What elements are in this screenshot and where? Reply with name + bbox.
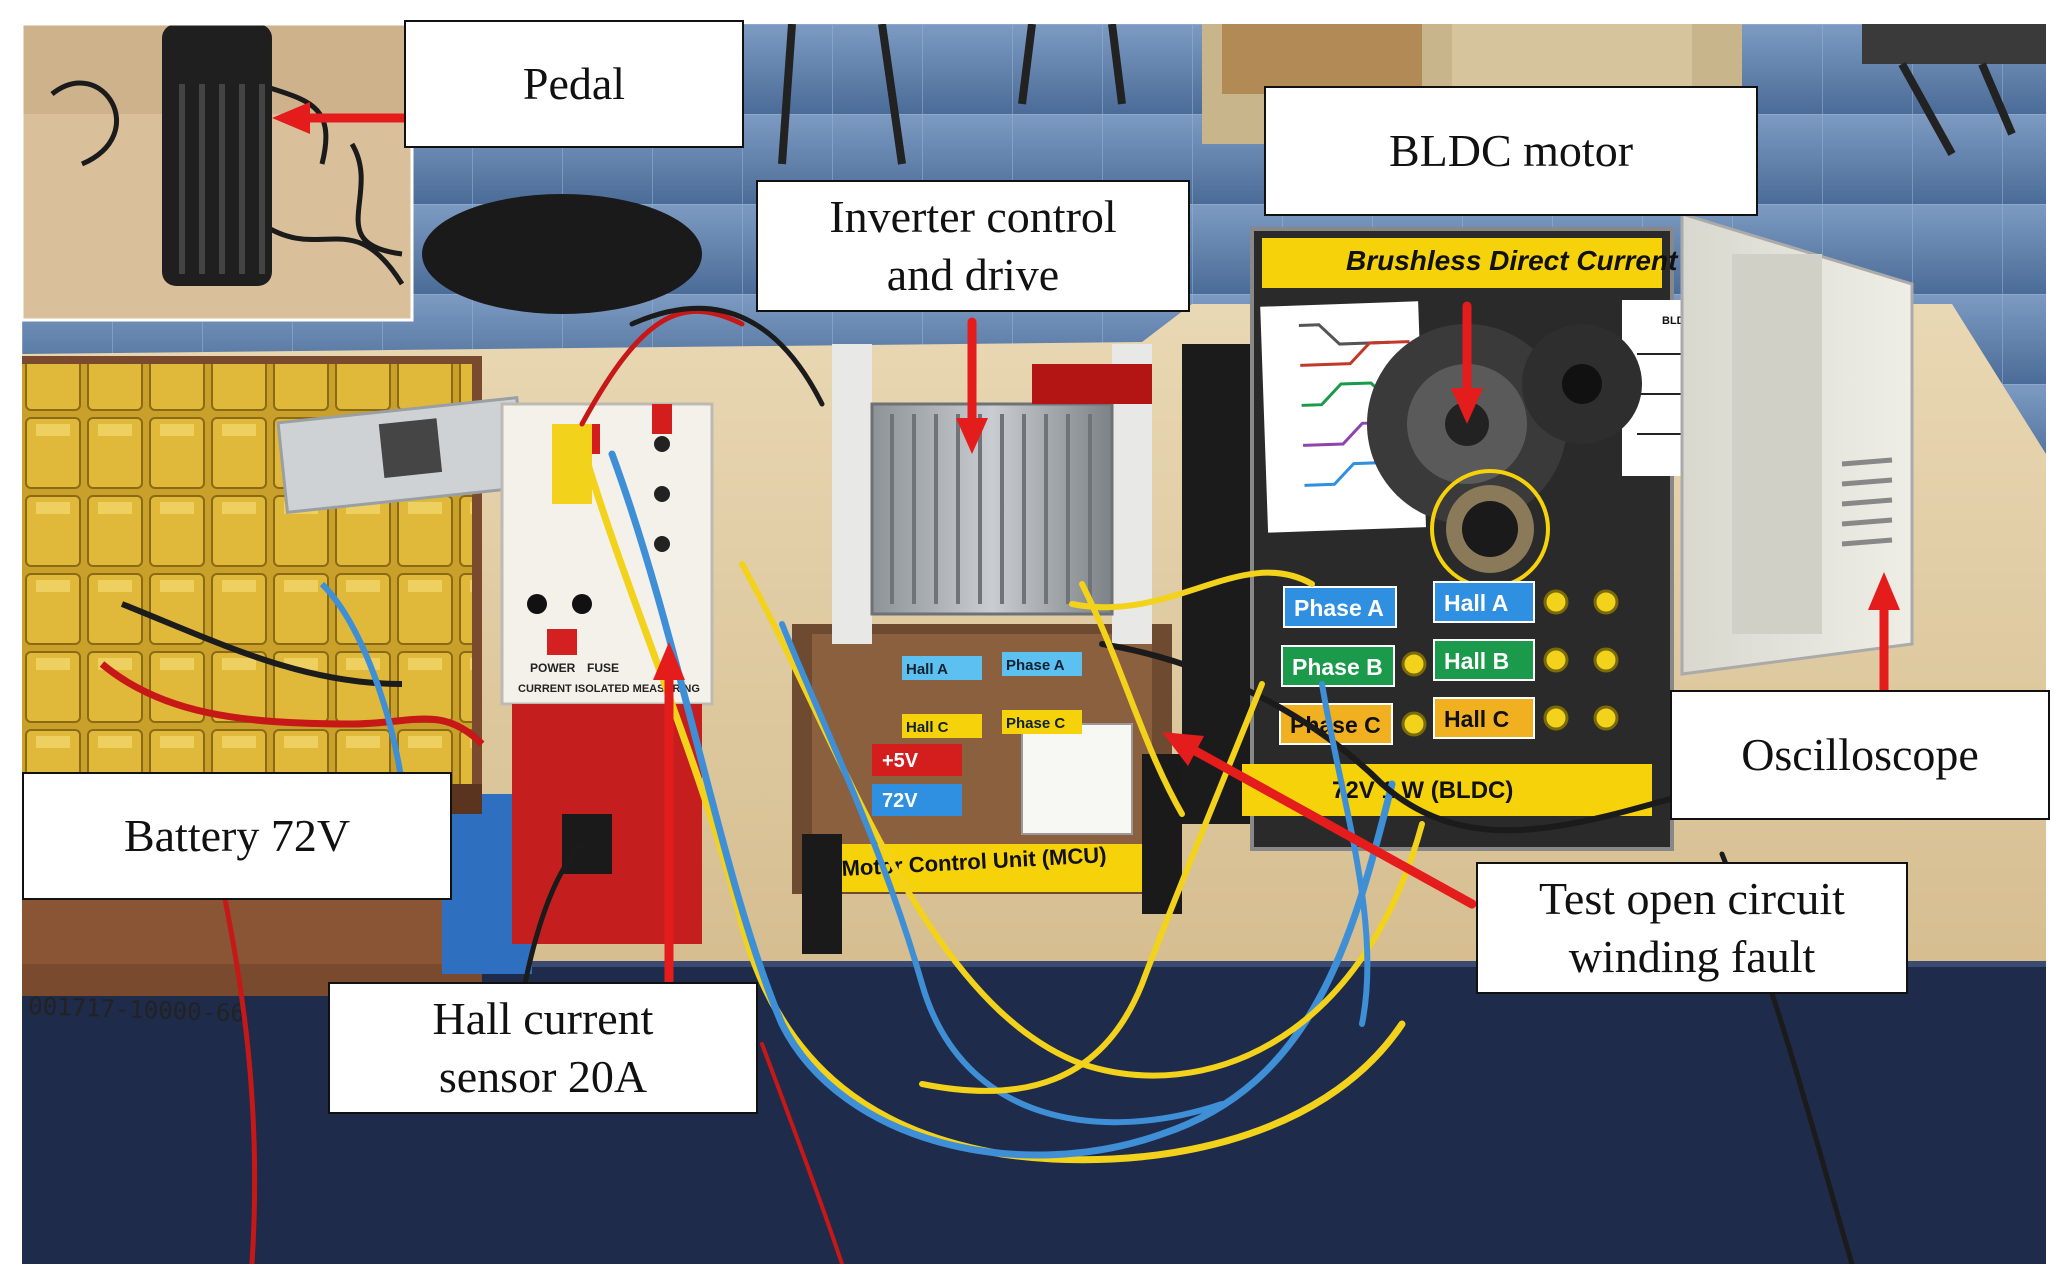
motor-hall-b-text: Hall B (1444, 648, 1509, 674)
bldc-motor-callout-text: BLDC motor (1388, 125, 1634, 176)
battery-callout-text: Battery 72V (123, 810, 351, 861)
motor-phase-b-text: Phase B (1292, 654, 1383, 680)
hall-sensor-callout-text-line1: Hall current (432, 993, 654, 1044)
mcu-plus-v-text: +5V (882, 750, 919, 772)
motor-hall-a-text: Hall A (1444, 590, 1508, 616)
mcu-phase-c-text: Phase C (1006, 715, 1065, 732)
mcu-72v-text: 72V (882, 790, 918, 812)
sensor-fuse-text: FUSE (587, 661, 619, 675)
hall-sensor-callout: Hall current sensor 20A (328, 982, 758, 1114)
test-fault-callout-text-line1: Test open circuit (1539, 873, 1845, 924)
hall-sensor-callout-text-line2: sensor 20A (438, 1051, 648, 1102)
test-fault-callout: Test open circuit winding fault (1476, 862, 1908, 994)
inverter-callout-text-line1: Inverter control (829, 191, 1117, 242)
sensor-box-title-text: CURRENT ISOLATED MEASURING (518, 683, 700, 695)
mcu-phase-a-text: Phase A (1006, 657, 1065, 674)
oscilloscope-callout: Oscilloscope (1670, 690, 2050, 820)
mcu-hall-a-text: Hall A (906, 661, 948, 678)
bldc-motor-callout: BLDC motor (1264, 86, 1758, 216)
pedal-callout: Pedal (404, 20, 744, 148)
inverter-callout-text-line2: and drive (886, 249, 1060, 300)
motor-rating-text: 72V 1 W (BLDC) (1332, 777, 1513, 804)
inverter-callout: Inverter control and drive (756, 180, 1190, 312)
battery-callout: Battery 72V (22, 772, 452, 900)
motor-hall-c-text: Hall C (1444, 706, 1509, 732)
sensor-power-text: POWER (530, 661, 576, 675)
motor-phase-a-text: Phase A (1294, 595, 1384, 621)
test-fault-callout-text-line2: winding fault (1568, 931, 1816, 982)
pedal-callout-text: Pedal (522, 58, 626, 109)
mcu-hall-c-text: Hall C (906, 719, 949, 736)
oscilloscope-callout-text: Oscilloscope (1741, 729, 1979, 780)
